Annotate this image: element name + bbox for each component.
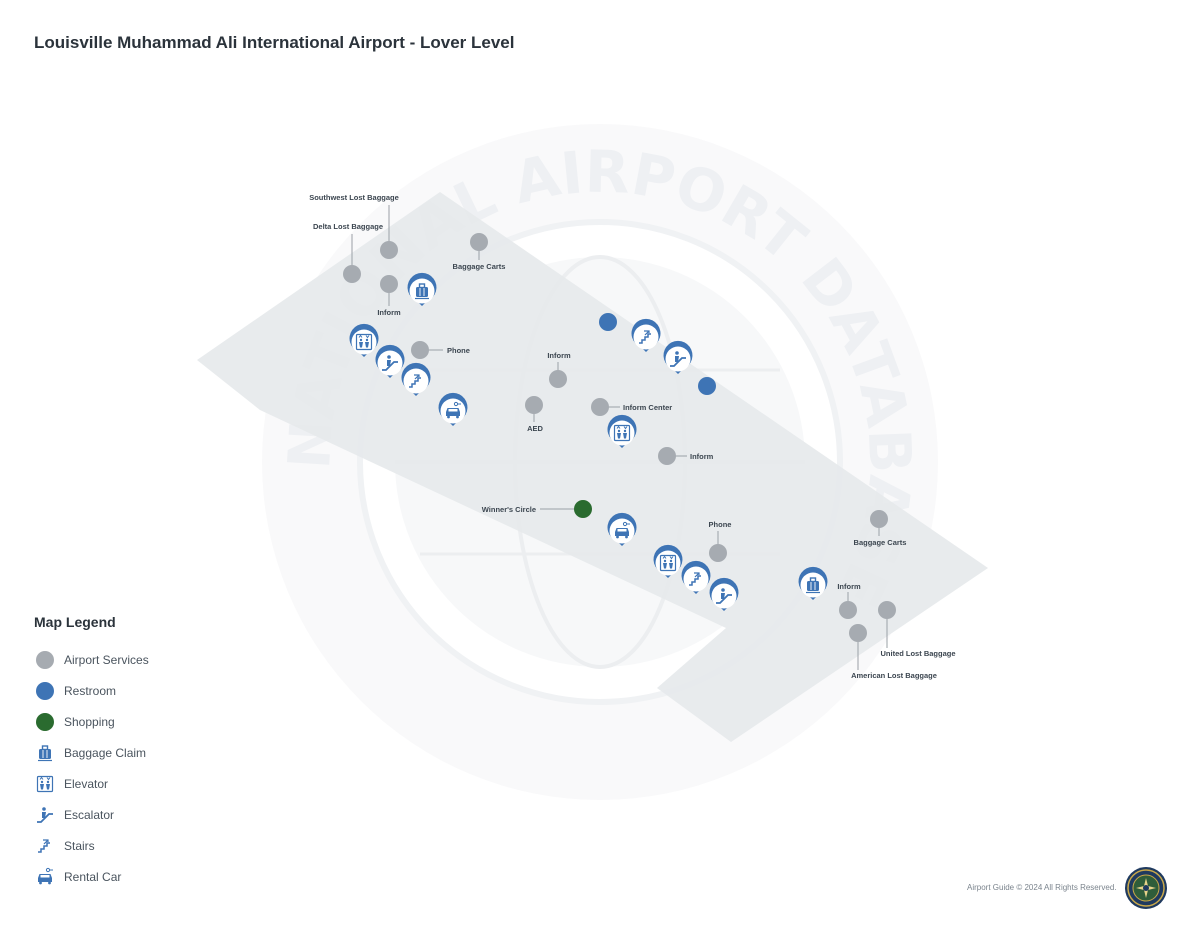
winners-circle-marker[interactable] (574, 500, 592, 518)
inform-marker[interactable] (380, 275, 398, 293)
legend-item-restroom: Restroom (34, 675, 264, 706)
legend-label: Escalator (64, 807, 115, 822)
restroom-markers[interactable] (599, 313, 716, 395)
aed-marker[interactable] (525, 396, 543, 414)
floor-plan (197, 192, 988, 742)
map-label: Inform (837, 582, 861, 591)
map-label: United Lost Baggage (880, 649, 955, 658)
shopping-markers[interactable] (574, 500, 592, 518)
legend-item-escalator: Escalator (34, 799, 264, 830)
map-label: Southwest Lost Baggage (309, 193, 399, 202)
legend-item-baggage-claim: Baggage Claim (34, 737, 264, 768)
airport-database-seal-logo (1125, 867, 1167, 909)
phone-marker[interactable] (411, 341, 429, 359)
legend-item-shopping: Shopping (34, 706, 264, 737)
escalator-icon (34, 804, 56, 826)
legend-label: Rental Car (64, 869, 122, 884)
map-label: Baggage Carts (854, 538, 907, 547)
legend-label: Restroom (64, 683, 117, 698)
inform-center-marker[interactable] (591, 398, 609, 416)
copyright-text: Airport Guide © 2024 All Rights Reserved… (967, 883, 1117, 892)
stairs-icon (34, 835, 56, 857)
legend-item-rental-car: Rental Car (34, 861, 264, 892)
page-title: Louisville Muhammad Ali International Ai… (34, 33, 515, 52)
map-label: Inform (547, 351, 571, 360)
map-legend: Map Legend Airport Services Restroom Sho… (34, 614, 264, 892)
baggage-claim-icon (34, 742, 56, 764)
american-lost-baggage-marker[interactable] (849, 624, 867, 642)
legend-label: Elevator (64, 776, 109, 791)
phone-marker[interactable] (709, 544, 727, 562)
legend-title: Map Legend (34, 614, 116, 630)
baggage-carts-marker[interactable] (870, 510, 888, 528)
rental-car-icon (34, 866, 56, 888)
map-labels: Southwest Lost Baggage Delta Lost Baggag… (309, 193, 955, 680)
map-label: AED (527, 424, 543, 433)
map-label: Phone (447, 346, 470, 355)
legend-label: Shopping (64, 714, 115, 729)
united-lost-baggage-marker[interactable] (878, 601, 896, 619)
map-label: Inform Center (623, 403, 672, 412)
legend-label: Baggage Claim (64, 745, 147, 760)
leader-lines (351, 205, 888, 670)
map-label: Inform (377, 308, 401, 317)
legend-item-airport-services: Airport Services (34, 644, 264, 675)
map-label: Inform (690, 452, 714, 461)
inform-marker[interactable] (839, 601, 857, 619)
legend-item-elevator: Elevator (34, 768, 264, 799)
restroom-marker[interactable] (599, 313, 617, 331)
baggage-carts-marker[interactable] (470, 233, 488, 251)
elevator-icon (34, 773, 56, 795)
legend-label: Airport Services (64, 652, 149, 667)
gray-dot-icon (34, 649, 56, 671)
map-label: Phone (709, 520, 732, 529)
airport-services-markers[interactable] (343, 233, 896, 642)
blue-dot-icon (34, 680, 56, 702)
legend-item-stairs: Stairs (34, 830, 264, 861)
map-label: Winner's Circle (482, 505, 536, 514)
map-label: Baggage Carts (453, 262, 506, 271)
legend-label: Stairs (64, 838, 95, 853)
green-dot-icon (34, 711, 56, 733)
inform-marker[interactable] (658, 447, 676, 465)
restroom-marker[interactable] (698, 377, 716, 395)
map-label: American Lost Baggage (851, 671, 937, 680)
inform-marker[interactable] (549, 370, 567, 388)
map-label: Delta Lost Baggage (313, 222, 383, 231)
southwest-lost-baggage-marker[interactable] (380, 241, 398, 259)
delta-lost-baggage-marker[interactable] (343, 265, 361, 283)
